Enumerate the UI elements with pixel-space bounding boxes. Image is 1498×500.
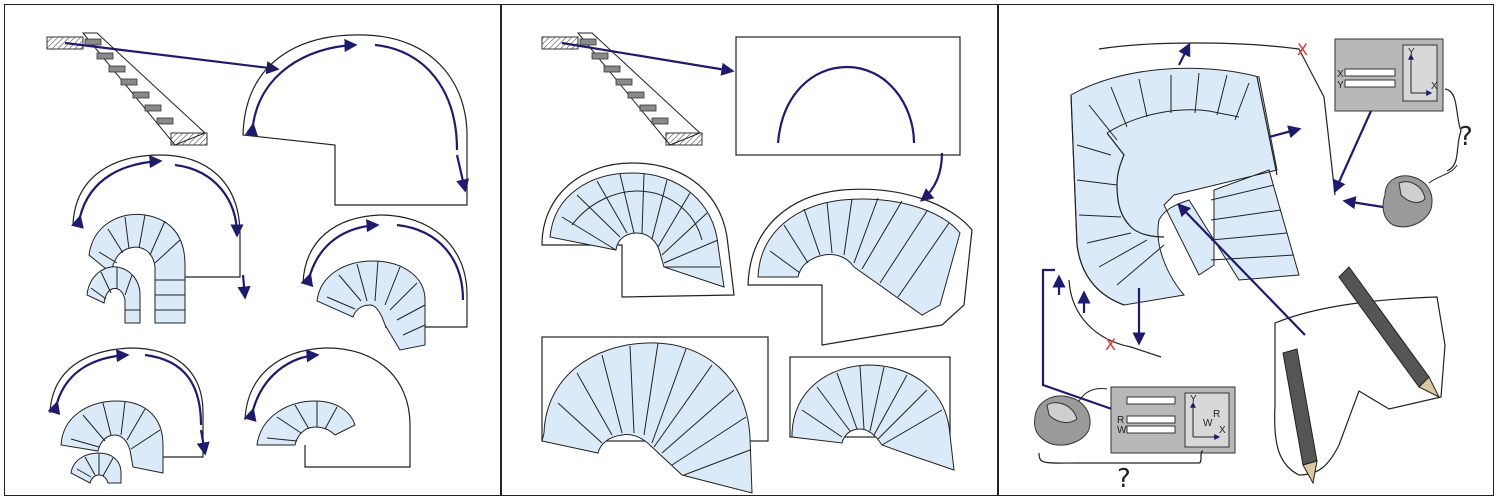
panel-right-drawing: X X — [1034, 38, 1473, 494]
mapping-arrow — [64, 41, 280, 75]
sketch-shape — [1274, 296, 1446, 476]
dialog-bottom-axis-w: W — [1203, 418, 1213, 429]
panel-left — [4, 4, 501, 496]
spiral-stair-d — [60, 400, 164, 474]
frame-d — [789, 356, 951, 438]
fan-stair-c — [541, 342, 753, 494]
dialog-top-field-x-label: X — [1337, 69, 1344, 80]
spiral-stair-a — [88, 213, 186, 324]
question-mark-bottom: ? — [1117, 464, 1131, 494]
dialog-top-axis-y: Y — [1408, 47, 1415, 58]
mouse-icon — [1034, 388, 1108, 446]
arch-outline — [242, 34, 468, 206]
curve-frame — [735, 36, 961, 156]
dialog-icon: Y X X Y — [1334, 38, 1444, 112]
boundary-line — [1098, 42, 1336, 196]
dialog-bottom-axis-x: X — [1219, 425, 1226, 436]
panel-left-drawing — [46, 32, 470, 484]
error-mark-top: X — [1297, 40, 1308, 59]
u-stair — [1070, 67, 1300, 306]
dialog-top-field-y-label: Y — [1337, 80, 1344, 91]
dialog-icon: Y X R W R W — [1110, 386, 1236, 454]
dialog-bottom-axis-y: Y — [1190, 394, 1197, 405]
panel-middle — [501, 4, 998, 496]
spiral-stair-c — [316, 260, 426, 351]
pencil-icon — [1282, 348, 1318, 485]
question-mark-top: ? — [1459, 122, 1473, 152]
fan-stair-b — [747, 188, 973, 346]
dialog-top-axis-x: X — [1431, 81, 1438, 92]
staircase-icon — [46, 32, 208, 146]
staircase-icon — [541, 32, 703, 146]
dialog-bottom-axis-r: R — [1213, 409, 1220, 420]
panel-middle-drawing — [541, 32, 973, 494]
pencil-icon — [1338, 266, 1441, 399]
fan-stair-a — [541, 162, 735, 298]
dialog-bottom-field-r[interactable] — [1126, 415, 1176, 424]
dialog-bottom-field-w[interactable] — [1126, 425, 1176, 434]
spiral-stair-f — [256, 400, 356, 446]
error-mark-bottom: X — [1105, 335, 1116, 354]
fan-stair-d — [791, 364, 955, 471]
dialog-top-field-x[interactable] — [1344, 68, 1396, 77]
spiral-stair-b — [86, 266, 141, 324]
dialog-top-field-y[interactable] — [1344, 79, 1396, 88]
spiral-stair-e — [70, 452, 122, 484]
dialog-bottom-field-r-label: R — [1117, 415, 1124, 426]
dialog-bottom-field-top[interactable] — [1126, 396, 1176, 405]
dialog-bottom-field-w-label: W — [1117, 425, 1127, 436]
mouse-icon — [1382, 164, 1458, 228]
panel-right: X X — [998, 4, 1494, 496]
